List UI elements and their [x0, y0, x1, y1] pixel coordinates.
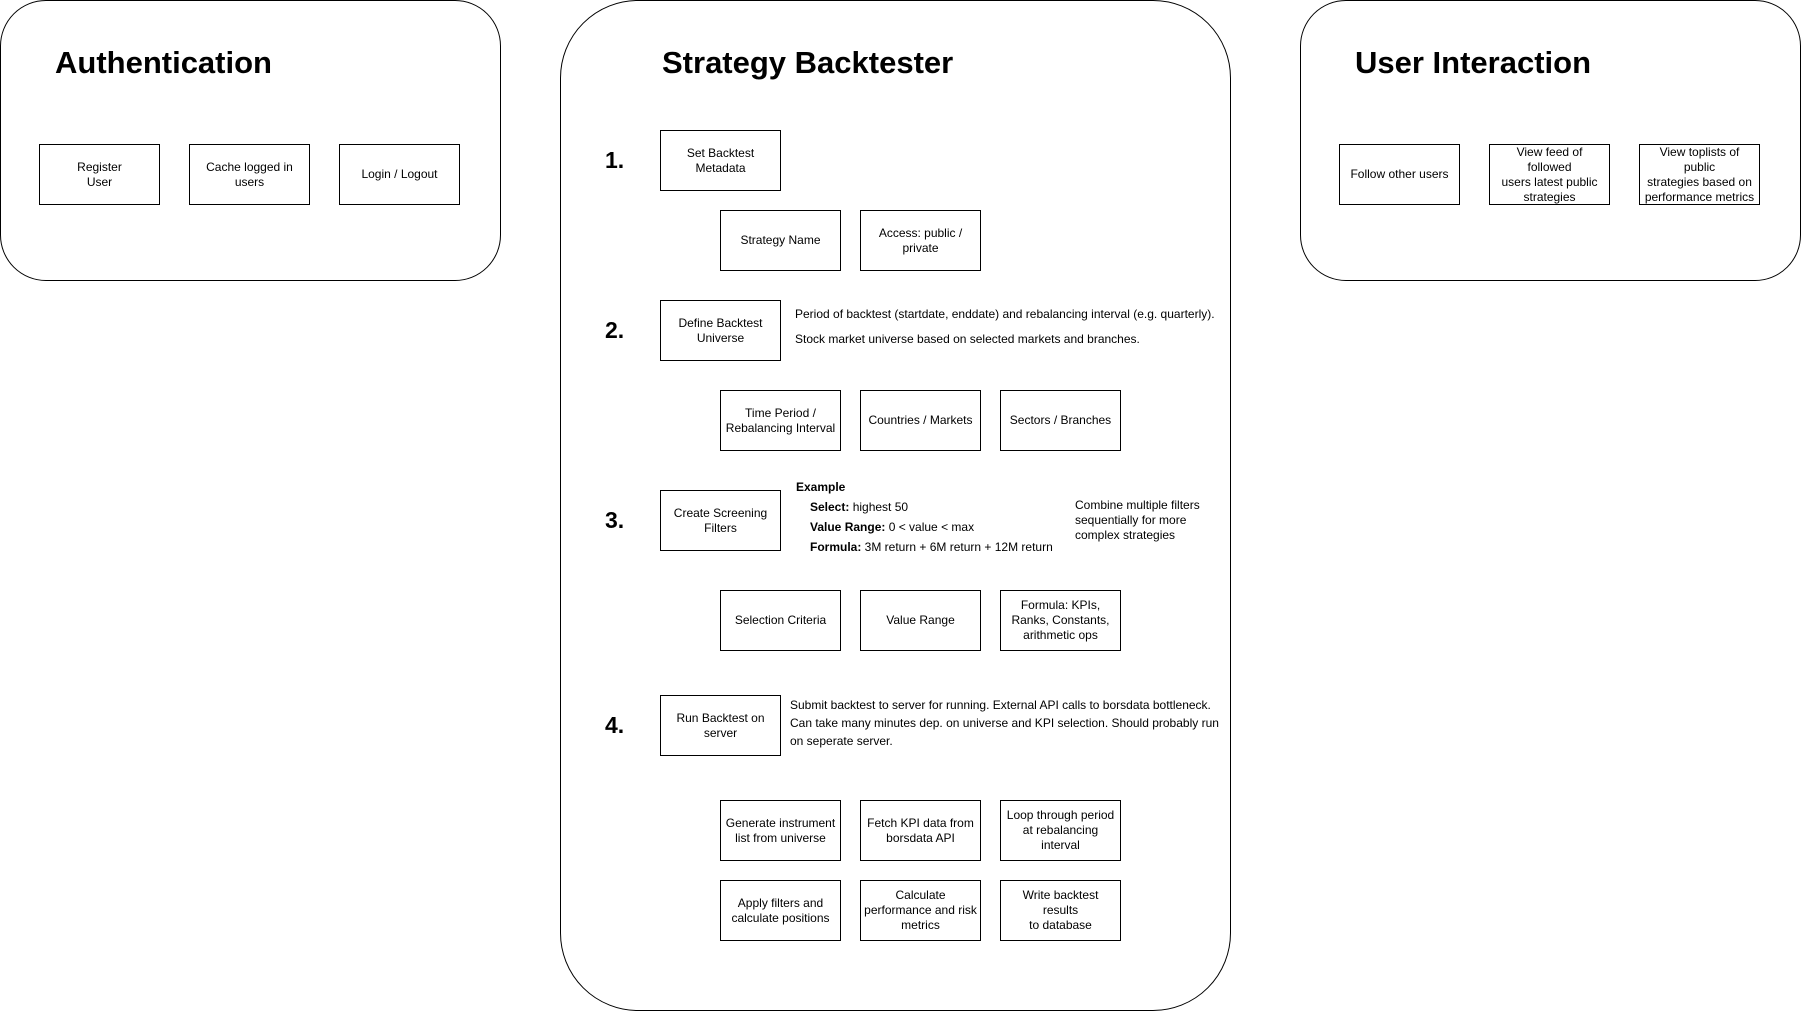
example-value-range-key: Value Range: — [810, 520, 886, 534]
define-backtest-universe-box: Define Backtest Universe — [660, 300, 781, 361]
calculate-performance-box: Calculate performance and risk metrics — [860, 880, 981, 941]
view-feed-box: View feed of followed users latest publi… — [1489, 144, 1610, 205]
user-interaction-panel — [1300, 0, 1801, 281]
step-4-note-line-1: Submit backtest to server for running. E… — [790, 698, 1211, 712]
example-value-range-value: 0 < value < max — [885, 520, 975, 534]
formula-box: Formula: KPIs, Ranks, Constants, arithme… — [1000, 590, 1121, 651]
step-1-number: 1. — [605, 147, 625, 173]
example-formula-value: 3M return + 6M return + 12M return — [861, 540, 1053, 554]
create-screening-filters-box: Create Screening Filters — [660, 490, 781, 551]
step-4-note-line-2: Can take many minutes dep. on universe a… — [790, 716, 1219, 730]
cache-logged-in-users-box: Cache logged in users — [189, 144, 310, 205]
combine-filters-note: Combine multiple filters sequentially fo… — [1075, 498, 1200, 542]
register-user-box: Register User — [39, 144, 160, 205]
generate-instrument-list-box: Generate instrument list from universe — [720, 800, 841, 861]
strategy-name-box: Strategy Name — [720, 210, 841, 271]
fetch-kpi-data-box: Fetch KPI data from borsdata API — [860, 800, 981, 861]
follow-other-users-box: Follow other users — [1339, 144, 1460, 205]
step-3-number: 3. — [605, 507, 625, 533]
view-toplists-box: View toplists of public strategies based… — [1639, 144, 1760, 205]
countries-markets-box: Countries / Markets — [860, 390, 981, 451]
authentication-panel — [0, 0, 501, 281]
step-2-number: 2. — [605, 317, 625, 343]
example-formula-line: Formula: 3M return + 6M return + 12M ret… — [810, 538, 1053, 556]
authentication-title: Authentication — [55, 45, 272, 80]
example-select-line: Select: highest 50 — [810, 498, 908, 516]
time-period-box: Time Period / Rebalancing Interval — [720, 390, 841, 451]
step-2-note-period: Period of backtest (startdate, enddate) … — [795, 307, 1215, 321]
step-2-note-universe: Stock market universe based on selected … — [795, 332, 1140, 346]
login-logout-box: Login / Logout — [339, 144, 460, 205]
example-formula-key: Formula: — [810, 540, 862, 554]
example-heading: Example — [796, 480, 846, 494]
set-backtest-metadata-box: Set Backtest Metadata — [660, 130, 781, 191]
example-select-value: highest 50 — [849, 500, 909, 514]
apply-filters-box: Apply filters and calculate positions — [720, 880, 841, 941]
selection-criteria-box: Selection Criteria — [720, 590, 841, 651]
access-public-private-box: Access: public / private — [860, 210, 981, 271]
example-value-range-line: Value Range: 0 < value < max — [810, 518, 974, 536]
example-select-key: Select: — [810, 500, 850, 514]
sectors-branches-box: Sectors / Branches — [1000, 390, 1121, 451]
write-results-box: Write backtest results to database — [1000, 880, 1121, 941]
step-4-note-line-3: on seperate server. — [790, 734, 893, 748]
user-interaction-title: User Interaction — [1355, 45, 1592, 80]
step-4-number: 4. — [605, 712, 625, 738]
loop-through-period-box: Loop through period at rebalancing inter… — [1000, 800, 1121, 861]
strategy-backtester-title: Strategy Backtester — [662, 45, 954, 80]
run-backtest-on-server-box: Run Backtest on server — [660, 695, 781, 756]
value-range-box: Value Range — [860, 590, 981, 651]
